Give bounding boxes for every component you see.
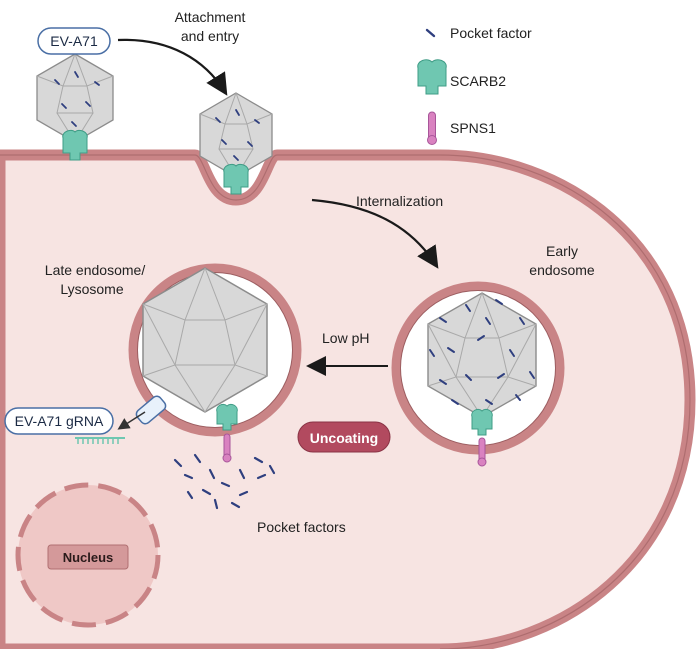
- grna-label: EV-A71 gRNA: [15, 413, 104, 429]
- uncoating-badge: [297, 421, 391, 453]
- low-ph-label: Low pH: [322, 330, 369, 346]
- grna-arrow: [117, 411, 146, 430]
- early-endosome-pocket-factors: [429, 299, 535, 405]
- nucleus-label: Nucleus: [63, 550, 114, 565]
- early-endosome-label-line1: Early: [546, 243, 578, 259]
- legend-label-pocket-factor: Pocket factor: [450, 25, 532, 41]
- virus-capsid-left: [36, 53, 114, 143]
- virus-left-scarb2: [62, 129, 88, 161]
- early-endosome-label-line2: endosome: [529, 262, 595, 278]
- late-endosome-inner-edge: [137, 272, 293, 428]
- viral-rna-bases: [77, 438, 119, 444]
- virus-entry-pocket-factors: [215, 109, 260, 161]
- legend-label-scarb2: SCARB2: [450, 73, 506, 89]
- early-endosome-scarb2: [471, 408, 493, 436]
- scarb2-legend-icon: [417, 59, 447, 95]
- spns1-legend-icon: [427, 111, 437, 145]
- scarb2-receptor-icon: [216, 403, 238, 431]
- late-endosome-label-line1: Late endosome/: [45, 262, 146, 278]
- expanded-capsid: [142, 267, 268, 413]
- pocket-factor-icon: [425, 28, 436, 38]
- uncoating-label: Uncoating: [310, 430, 378, 446]
- attachment-label-line1: Attachment: [175, 9, 246, 25]
- nucleus-label-bg: [47, 544, 129, 570]
- capsid-pore: [135, 395, 167, 425]
- legend-label-spns1: SPNS1: [450, 120, 496, 136]
- early-endosome-spns1: [477, 437, 487, 467]
- spns1-transporter-icon: [222, 433, 232, 463]
- early-endosome-inner-edge: [400, 290, 556, 446]
- late-endosome-label-line2: Lysosome: [60, 281, 124, 297]
- early-endosome-capsid: [427, 292, 537, 418]
- virus-pill: [37, 27, 111, 55]
- virus-left-pocket-factors: [54, 71, 100, 127]
- legend: Pocket factor SCARB2 SPNS1: [417, 25, 532, 145]
- attachment-label-line2: and entry: [181, 28, 239, 44]
- cell-membrane-inner-line: [0, 154, 691, 649]
- released-pocket-factors: [173, 453, 276, 510]
- grna-pill: [4, 407, 114, 435]
- virus-capsid-entry: [199, 92, 273, 178]
- internalization-label: Internalization: [356, 193, 443, 209]
- pocket-factors-label: Pocket factors: [257, 519, 346, 535]
- internalization-arrow: [311, 198, 439, 269]
- virus-label: EV-A71: [50, 33, 98, 49]
- virus-entry-scarb2: [223, 163, 249, 195]
- attachment-arrow: [117, 38, 228, 96]
